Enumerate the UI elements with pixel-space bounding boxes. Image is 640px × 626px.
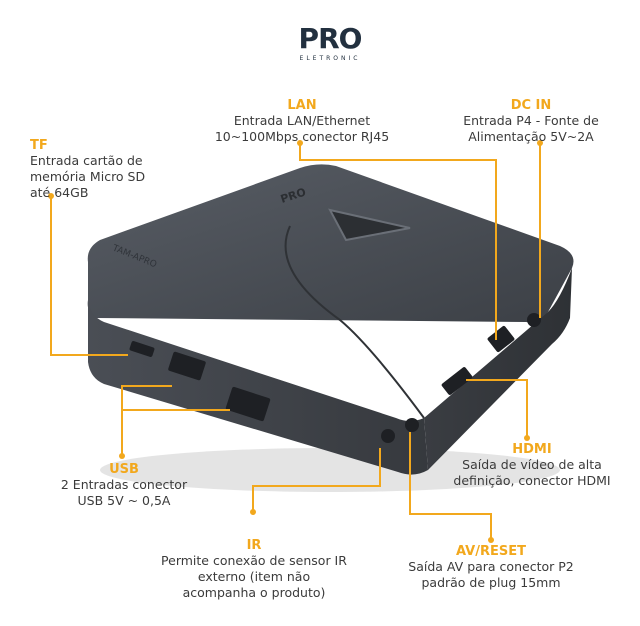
callout-title: LAN bbox=[287, 98, 317, 113]
callout-title: HDMI bbox=[512, 442, 552, 457]
callout-line: Entrada cartão de bbox=[30, 153, 143, 168]
logo-wordmark: PRO bbox=[285, 24, 375, 54]
logo-subtitle: ELETRONIC bbox=[299, 55, 361, 62]
callout-line: acompanha o produto) bbox=[182, 585, 326, 600]
callout-title: USB bbox=[109, 462, 139, 477]
callout-line: Saída AV para conector P2 bbox=[408, 559, 574, 574]
brand-logo: PRO ELETRONIC bbox=[285, 24, 375, 72]
callout-line: definição, conector HDMI bbox=[453, 473, 611, 488]
callout-line: Entrada LAN/Ethernet bbox=[233, 113, 371, 128]
callout-usb: USB 2 Entradas conector USB 5V ~ 0,5A bbox=[44, 462, 204, 509]
callout-line: externo (item não bbox=[197, 569, 311, 584]
callout-dcin: DC IN Entrada P4 - Fonte de Alimentação … bbox=[456, 98, 606, 145]
callout-line: Entrada P4 - Fonte de bbox=[463, 113, 599, 128]
callout-ir: IR Permite conexão de sensor IR externo … bbox=[148, 538, 360, 601]
callout-title: TF bbox=[30, 138, 48, 153]
callout-line: Alimentação 5V~2A bbox=[468, 129, 594, 144]
callout-line: Saída de vídeo de alta bbox=[462, 457, 602, 472]
callout-line: memória Micro SD bbox=[30, 169, 146, 184]
callout-line: USB 5V ~ 0,5A bbox=[77, 493, 171, 508]
callout-tf: TF Entrada cartão de memória Micro SD at… bbox=[30, 138, 190, 201]
callout-line: padrão de plug 15mm bbox=[421, 575, 561, 590]
callout-hdmi: HDMI Saída de vídeo de alta definição, c… bbox=[446, 442, 618, 489]
callout-title: AV/RESET bbox=[456, 544, 526, 559]
callout-title: IR bbox=[246, 538, 262, 553]
callout-line: 2 Entradas conector bbox=[60, 477, 188, 492]
callout-line: 10~100Mbps conector RJ45 bbox=[214, 129, 390, 144]
callout-lan: LAN Entrada LAN/Ethernet 10~100Mbps cone… bbox=[212, 98, 392, 145]
callout-line: até 64GB bbox=[30, 185, 89, 200]
callout-avreset: AV/RESET Saída AV para conector P2 padrã… bbox=[396, 544, 586, 591]
logo-brand: PRO bbox=[298, 22, 363, 55]
callout-line: Permite conexão de sensor IR bbox=[161, 553, 347, 568]
callout-title: DC IN bbox=[510, 98, 552, 113]
